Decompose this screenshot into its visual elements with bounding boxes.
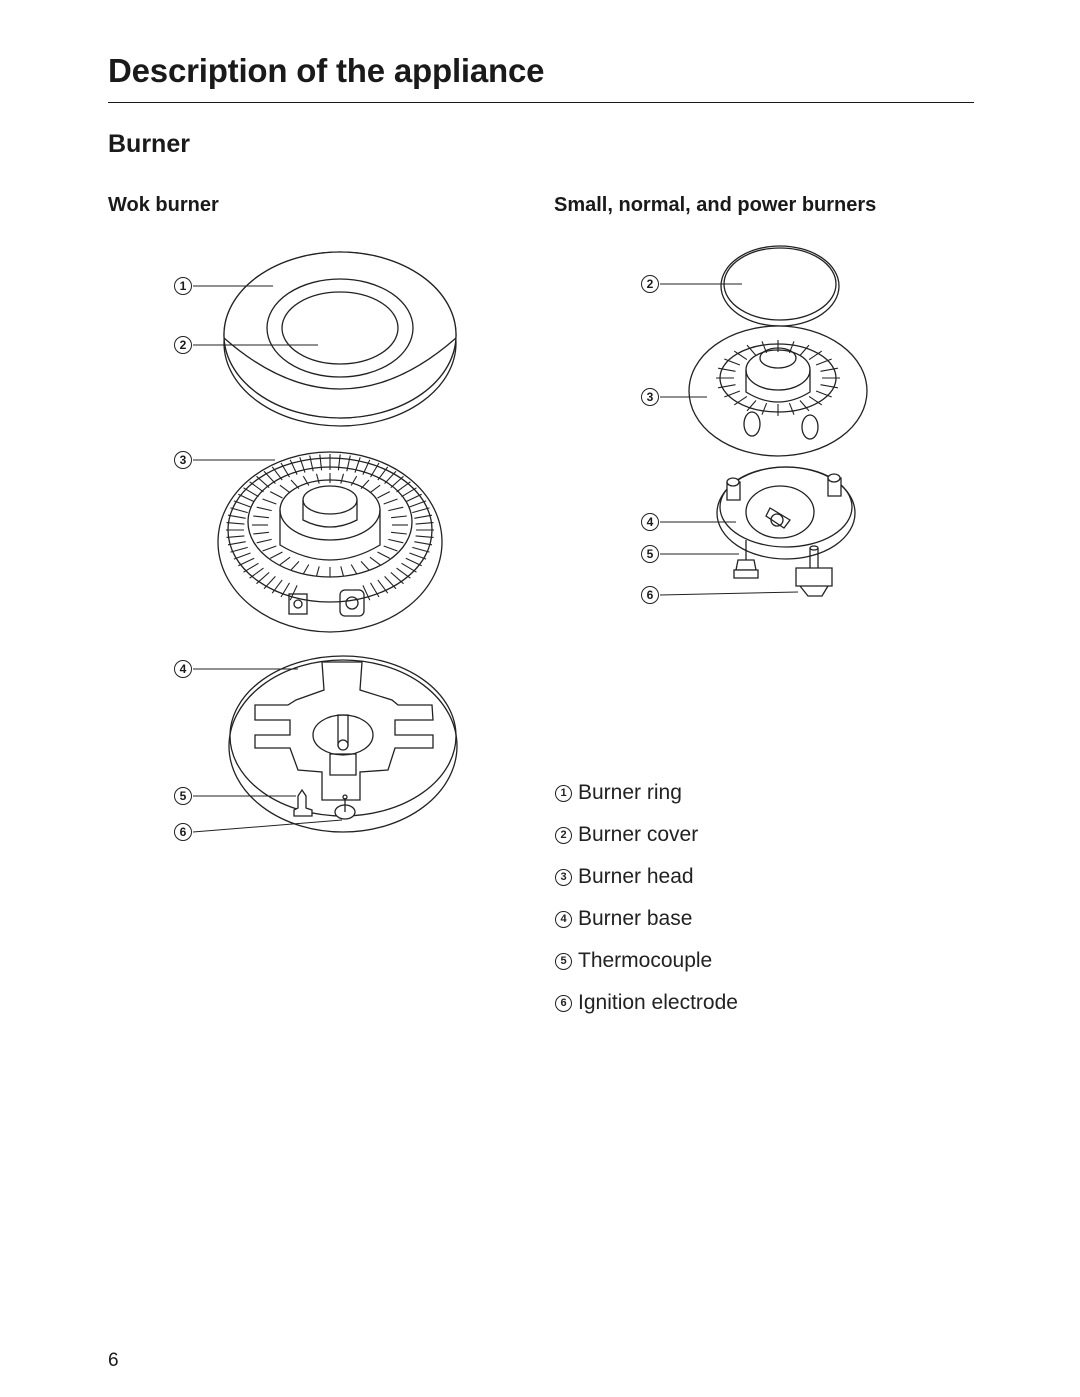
wok-callout-4: 4 xyxy=(174,660,192,678)
standard-callout-2: 2 xyxy=(641,275,659,293)
page-title: Description of the appliance xyxy=(108,52,545,89)
legend-label: Burner base xyxy=(578,907,693,930)
legend-number: 3 xyxy=(555,868,572,886)
title-rule xyxy=(108,102,974,103)
standard-thermocouple xyxy=(733,540,759,579)
legend-label: Burner head xyxy=(578,865,694,888)
wok-ignition-electrode xyxy=(334,794,356,820)
legend-label: Burner ring xyxy=(578,781,682,804)
wok-callout-3: 3 xyxy=(174,451,192,469)
section-heading: Burner xyxy=(108,130,190,158)
legend-number: 1 xyxy=(555,784,572,802)
standard-burners-heading: Small, normal, and power burners xyxy=(554,194,877,216)
standard-head-teeth xyxy=(716,340,840,416)
legend-item: 5 Thermocouple xyxy=(555,940,738,982)
wok-thermocouple xyxy=(293,788,313,817)
legend-item: 4 Burner base xyxy=(555,898,738,940)
callout-leaders xyxy=(192,283,799,833)
legend-label: Burner cover xyxy=(578,823,699,846)
wok-burner-head xyxy=(217,451,443,633)
standard-callout-3: 3 xyxy=(641,388,659,406)
legend-item: 3 Burner head xyxy=(555,856,738,898)
legend-number: 4 xyxy=(555,910,572,928)
legend-item: 6 Ignition electrode xyxy=(555,982,738,1024)
wok-callout-1: 1 xyxy=(174,277,192,295)
legend-item: 2 Burner cover xyxy=(555,814,738,856)
standard-burner-cover xyxy=(720,245,840,327)
legend-number: 6 xyxy=(555,994,572,1012)
legend-label: Thermocouple xyxy=(578,949,713,972)
standard-burner-base xyxy=(716,466,856,560)
wok-callout-6: 6 xyxy=(174,823,192,841)
legend-number: 5 xyxy=(555,952,572,970)
wok-burner-base xyxy=(228,655,458,833)
wok-burner-heading: Wok burner xyxy=(108,194,219,216)
standard-ignition-electrode xyxy=(795,545,833,597)
wok-burner-cover xyxy=(281,291,399,365)
page-number: 6 xyxy=(108,1350,119,1371)
wok-callout-5: 5 xyxy=(174,787,192,805)
legend-label: Ignition electrode xyxy=(578,991,738,1014)
standard-callout-5: 5 xyxy=(641,545,659,563)
standard-callout-4: 4 xyxy=(641,513,659,531)
legend-item: 1 Burner ring xyxy=(555,772,738,814)
standard-burner-head xyxy=(688,325,868,457)
wok-callout-2: 2 xyxy=(174,336,192,354)
standard-callout-6: 6 xyxy=(641,586,659,604)
wok-head-teeth xyxy=(226,454,434,601)
legend-number: 2 xyxy=(555,826,572,844)
